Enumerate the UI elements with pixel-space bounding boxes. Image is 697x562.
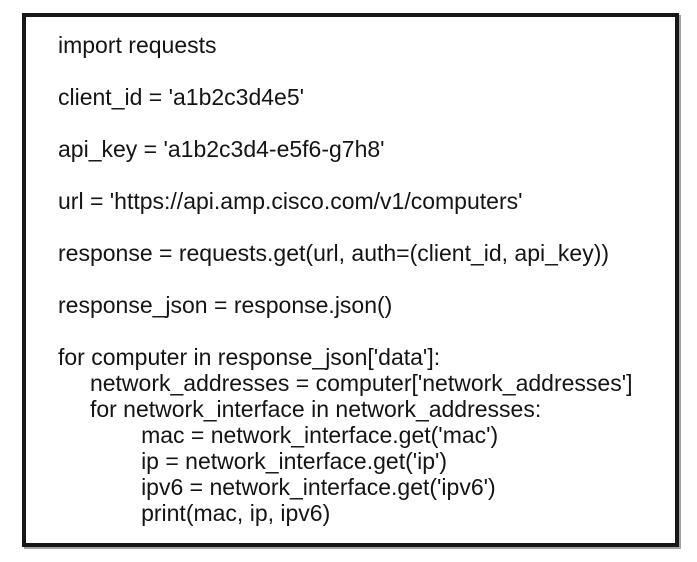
code-line-for-network-interface: for network_interface in network_address… xyxy=(58,396,542,422)
code-line-url: url = 'https://api.amp.cisco.com/v1/comp… xyxy=(58,188,523,214)
code-snippet-box: import requests client_id = 'a1b2c3d4e5'… xyxy=(22,13,679,547)
code-line-blank xyxy=(58,318,669,344)
code-line-print: print(mac, ip, ipv6) xyxy=(58,500,331,526)
code-line-response-json: response_json = response.json() xyxy=(58,292,393,318)
code-line-blank xyxy=(58,58,669,84)
code-line-blank xyxy=(58,266,669,292)
code-line-blank xyxy=(58,110,669,136)
code-block: import requests client_id = 'a1b2c3d4e5'… xyxy=(26,17,675,526)
code-line-network-addresses: network_addresses = computer['network_ad… xyxy=(58,370,633,396)
code-line-ipv6: ipv6 = network_interface.get('ipv6') xyxy=(58,474,496,500)
code-line-import: import requests xyxy=(58,32,217,58)
code-line-api-key: api_key = 'a1b2c3d4-e5f6-g7h8' xyxy=(58,136,385,162)
code-line-ip: ip = network_interface.get('ip') xyxy=(58,448,448,474)
code-line-blank xyxy=(58,214,669,240)
code-line-blank xyxy=(58,162,669,188)
code-line-response: response = requests.get(url, auth=(clien… xyxy=(58,240,610,266)
code-line-client-id: client_id = 'a1b2c3d4e5' xyxy=(58,84,305,110)
code-line-mac: mac = network_interface.get('mac') xyxy=(58,422,499,448)
code-line-for-computer: for computer in response_json['data']: xyxy=(58,344,441,370)
